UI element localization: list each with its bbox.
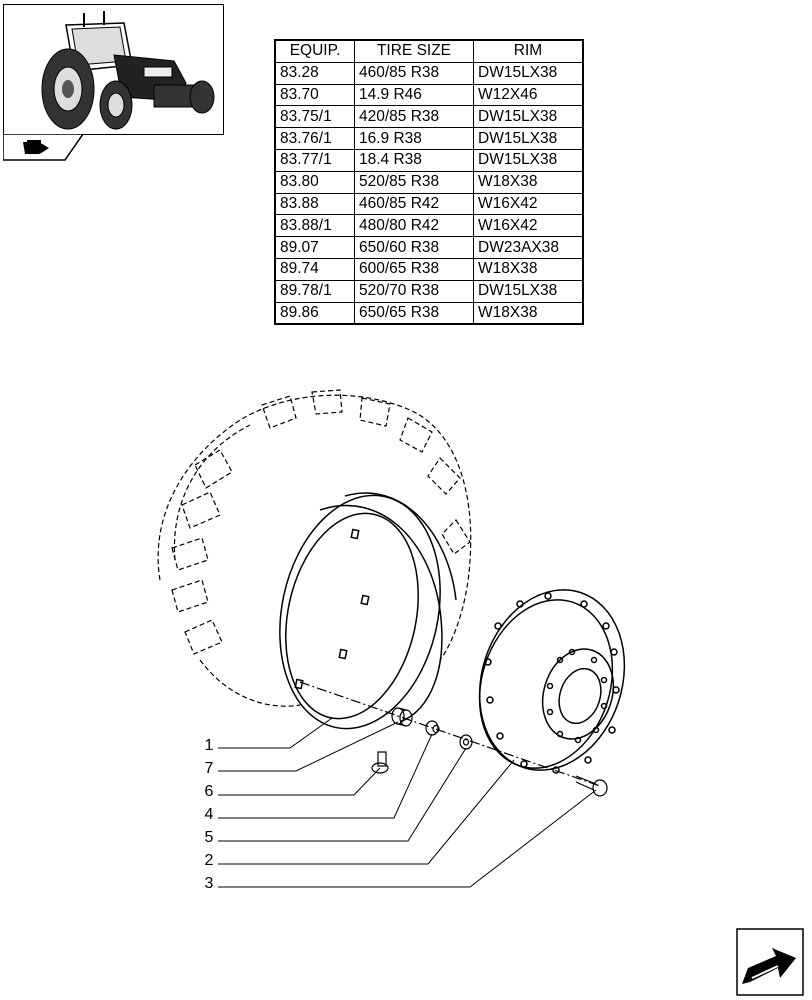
tractor-icon [41, 11, 215, 130]
cell-rim: W18X38 [473, 257, 584, 281]
cell-equip: 83.28 [274, 61, 355, 85]
cell-equip: 83.75/1 [274, 105, 355, 129]
bolt-part [575, 775, 608, 797]
callout-6: 6 [204, 783, 214, 800]
cell-equip: 83.80 [274, 170, 355, 194]
cell-equip: 83.88/1 [274, 214, 355, 238]
wheel-exploded-diagram [157, 389, 626, 888]
leader-lines [218, 717, 597, 888]
cell-rim: W16X42 [473, 192, 584, 216]
tractor-thumbnail [3, 4, 224, 135]
nut-part [425, 720, 440, 736]
cell-tire-size: 14.9 R46 [354, 83, 474, 107]
cell-rim: DW15LX38 [473, 105, 584, 129]
cell-tire-size: 460/85 R38 [354, 61, 474, 85]
assembly-axis [299, 681, 601, 787]
spacer-part [391, 707, 413, 727]
cell-equip: 89.74 [274, 257, 355, 281]
cell-tire-size: 460/85 R42 [354, 192, 474, 216]
rim [279, 492, 457, 730]
callout-5: 5 [204, 829, 214, 846]
cell-equip: 83.88 [274, 192, 355, 216]
cell-rim: DW15LX38 [473, 148, 584, 172]
arrow-next-icon [742, 948, 796, 984]
washer-part [459, 734, 473, 750]
cell-tire-size: 600/65 R38 [354, 257, 474, 281]
cell-equip: 83.77/1 [274, 148, 355, 172]
callout-3: 3 [204, 875, 214, 892]
callout-4: 4 [204, 806, 214, 823]
valve-part [371, 751, 389, 774]
cell-rim: DW23AX38 [473, 236, 584, 259]
column-header-equip: EQUIP. [274, 39, 355, 63]
cell-tire-size: 520/70 R38 [354, 279, 474, 303]
cell-rim: DW15LX38 [473, 127, 584, 150]
callout-2: 2 [204, 852, 214, 869]
cell-rim: W16X42 [473, 214, 584, 238]
table-header-row: EQUIP. TIRE SIZE RIM [274, 39, 584, 63]
cell-equip: 89.86 [274, 301, 355, 325]
cell-tire-size: 650/60 R38 [354, 236, 474, 259]
cell-rim: DW15LX38 [473, 279, 584, 303]
tire-outline [157, 389, 472, 707]
callout-7: 7 [204, 760, 214, 777]
next-page-button[interactable] [736, 928, 804, 996]
cell-equip: 83.76/1 [274, 127, 355, 150]
column-header-tire-size: TIRE SIZE [354, 39, 474, 63]
cell-tire-size: 18.4 R38 [354, 148, 474, 172]
cell-rim: W18X38 [473, 301, 584, 325]
column-header-rim: RIM [473, 39, 584, 63]
cell-tire-size: 480/80 R42 [354, 214, 474, 238]
cell-rim: DW15LX38 [473, 61, 584, 85]
thumbnail-tab [3, 134, 83, 161]
cell-tire-size: 650/65 R38 [354, 301, 474, 325]
cell-tire-size: 520/85 R38 [354, 170, 474, 194]
cell-equip: 89.07 [274, 236, 355, 259]
wheel-disc [478, 589, 626, 774]
hand-pointer-icon [23, 140, 49, 154]
cell-tire-size: 420/85 R38 [354, 105, 474, 129]
callout-1: 1 [204, 737, 214, 754]
cell-rim: W12X46 [473, 83, 584, 107]
cell-tire-size: 16.9 R38 [354, 127, 474, 150]
cell-rim: W18X38 [473, 170, 584, 194]
cell-equip: 83.70 [274, 83, 355, 107]
cell-equip: 89.78/1 [274, 279, 355, 303]
